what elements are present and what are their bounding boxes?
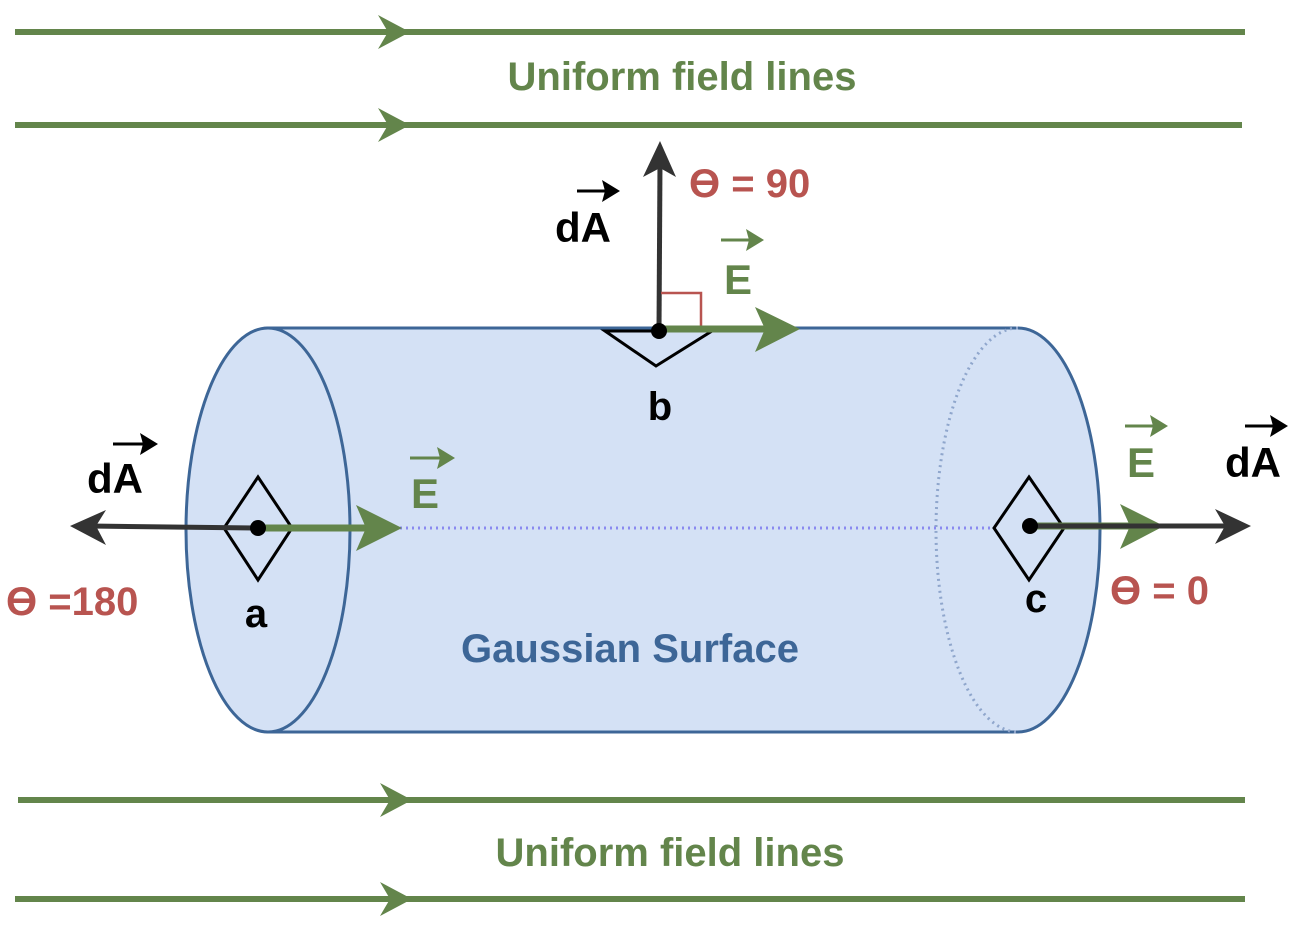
- vector-overarrow-icon: [113, 433, 158, 455]
- vector-overarrow-icon: [577, 180, 620, 202]
- vector-overarrow-icon: [1245, 415, 1288, 437]
- right-angle-marker: [661, 291, 703, 329]
- angle-label-c: ϴ = 0: [1110, 569, 1209, 613]
- point-c-dot: [1022, 518, 1038, 534]
- field-vector-c-label: E: [1127, 439, 1155, 486]
- angle-label-a: ϴ =180: [6, 580, 138, 624]
- bottom-field-lines: Uniform field lines: [15, 783, 1245, 916]
- field-line-arrowhead-icon: [380, 783, 412, 817]
- area-vector-a: [89, 523, 256, 531]
- field-line-arrowhead-icon: [380, 882, 412, 916]
- area-element-a: [222, 474, 294, 583]
- area-vector-b: [656, 161, 663, 331]
- vector-overarrow-icon: [410, 447, 455, 469]
- field-vector-a-label: E: [411, 470, 439, 517]
- vector-overarrow-icon: [721, 229, 764, 251]
- vector-overarrow-icon: [1125, 415, 1168, 437]
- point-a-group: a dA E ϴ =180: [6, 433, 455, 636]
- area-vector-c-label: dA: [1225, 439, 1281, 486]
- top-field-label: Uniform field lines: [508, 55, 857, 99]
- point-c-group: c E dA ϴ = 0: [992, 415, 1288, 621]
- gaussian-cylinder: Gaussian Surface: [184, 326, 1102, 734]
- bottom-field-label: Uniform field lines: [496, 831, 845, 875]
- area-vector-c-arrowhead-icon: [1215, 509, 1251, 544]
- angle-label-b: ϴ = 90: [689, 162, 810, 206]
- point-a-dot: [250, 520, 266, 536]
- gaussian-surface-label: Gaussian Surface: [461, 627, 799, 671]
- point-b-label: b: [648, 385, 672, 429]
- area-vector-a-label: dA: [87, 455, 143, 502]
- area-vector-a-arrowhead-icon: [70, 510, 106, 545]
- top-field-lines: Uniform field lines: [15, 15, 1245, 142]
- field-vector-b-arrowhead-icon: [755, 307, 800, 352]
- point-b-dot: [651, 323, 667, 339]
- cylinder-body: [266, 326, 1102, 734]
- point-c-label: c: [1025, 577, 1047, 621]
- field-line-arrowhead-icon: [378, 15, 410, 49]
- point-b-group: b dA E ϴ = 90: [555, 141, 810, 429]
- point-a-label: a: [245, 592, 268, 636]
- area-element-c: [992, 474, 1066, 583]
- field-vector-b-label: E: [724, 256, 752, 303]
- field-line-arrowhead-icon: [378, 108, 410, 142]
- field-vector-a-arrowhead-icon: [356, 505, 402, 551]
- area-vector-b-label: dA: [555, 204, 611, 251]
- area-vector-b-arrowhead-icon: [643, 141, 676, 177]
